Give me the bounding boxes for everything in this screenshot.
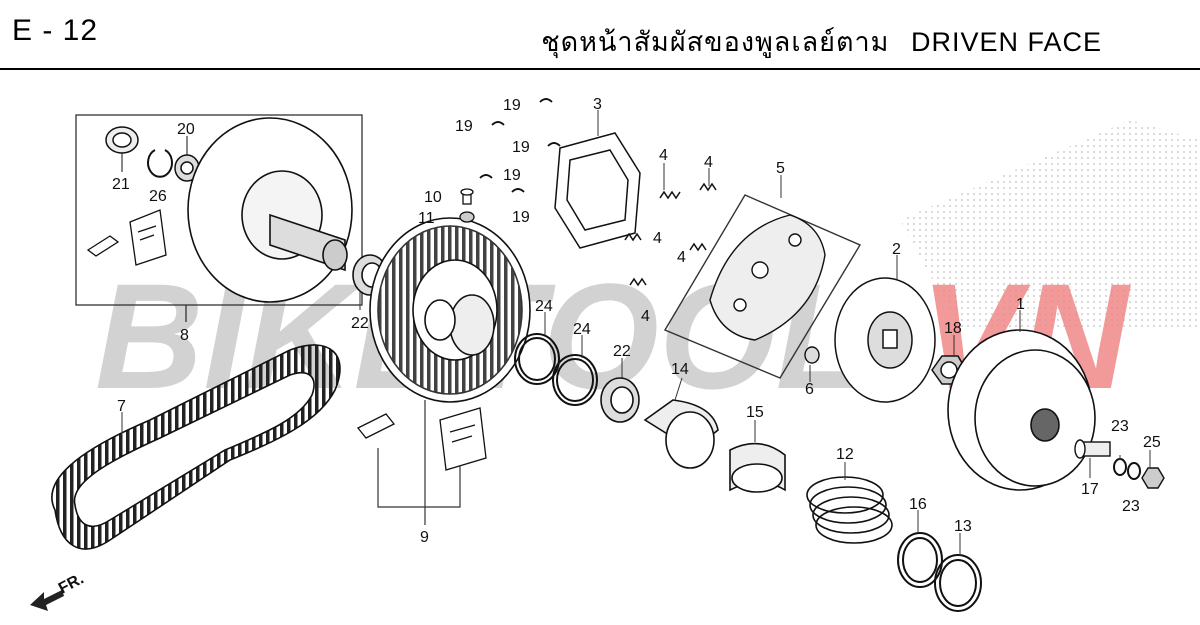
grease-sachet-icon — [129, 209, 167, 266]
part-23-o-rings — [1113, 458, 1141, 480]
title-thai: ชุดหน้าสัมผัสของพูลเลย์ตาม — [541, 27, 890, 57]
callout-26: 26 — [149, 188, 167, 205]
callout-23: 23 — [1111, 418, 1129, 435]
background-shading — [900, 120, 1200, 330]
callout-7: 7 — [117, 398, 126, 415]
page-header: E - 12 ชุดหน้าสัมผัสของพูลเลย์ตาม DRIVEN… — [0, 0, 1200, 70]
part-15-seal-collar — [729, 442, 786, 493]
callout-4: 4 — [677, 249, 686, 266]
callout-11: 11 — [418, 210, 435, 227]
part-10-guide-pin — [460, 188, 474, 205]
page-code: E - 12 — [12, 14, 99, 47]
title-english: DRIVEN FACE — [910, 27, 1102, 57]
callout-15: 15 — [746, 404, 764, 421]
callout-10: 10 — [424, 189, 442, 206]
front-direction-arrow-icon: FR. — [30, 570, 87, 611]
part-9-leader-bracket — [377, 400, 461, 525]
callout-8: 8 — [180, 327, 189, 344]
callout-6: 6 — [805, 381, 814, 398]
callout-4: 4 — [704, 154, 713, 171]
part-19-clips — [479, 98, 561, 193]
grease-tube-icon — [86, 235, 120, 257]
callout-14: 14 — [671, 361, 689, 378]
part-1-clutch-outer — [947, 329, 1096, 491]
callout-24: 24 — [573, 321, 591, 338]
part-17-bolt — [1074, 439, 1111, 459]
group-box-8 — [75, 114, 363, 322]
callout-21: 21 — [112, 176, 130, 193]
callout-4: 4 — [641, 308, 650, 325]
callout-22: 22 — [351, 315, 369, 332]
part-11-roller — [459, 211, 475, 223]
part-3-plate — [554, 132, 641, 249]
part-5-clutch-weight-assembly — [663, 194, 862, 379]
page-title: ชุดหน้าสัมผัสของพูลเลย์ตาม DRIVEN FACE — [541, 20, 1102, 63]
part-9-grease-items — [356, 407, 487, 471]
part-16-13-rings — [897, 532, 982, 612]
callout-4: 4 — [659, 147, 668, 164]
part-22-oil-seal-right — [600, 377, 640, 423]
callout-19: 19 — [512, 139, 530, 156]
callout-25: 25 — [1143, 434, 1161, 451]
callout-4: 4 — [653, 230, 662, 247]
callout-3: 3 — [593, 96, 602, 113]
part-12-spring — [806, 476, 893, 544]
callout-1: 1 — [1016, 296, 1025, 313]
part-24-rings — [514, 333, 598, 406]
callout-19: 19 — [503, 167, 521, 184]
callout-16: 16 — [909, 496, 927, 513]
part-20-bearing — [174, 136, 200, 182]
callout-23: 23 — [1122, 498, 1140, 515]
callout-18: 18 — [944, 320, 962, 337]
part-7-drive-belt — [51, 344, 341, 550]
part-6-washer — [804, 346, 820, 364]
part-9-movable-driven-face — [369, 217, 531, 403]
part-14-collar — [643, 399, 719, 469]
part-25-nut — [1141, 467, 1165, 489]
exploded-parts-diagram: BIKETOOL VN — [30, 96, 1200, 612]
callout-22: 22 — [613, 343, 631, 360]
part-2-drive-plate — [834, 277, 936, 403]
callout-20: 20 — [177, 121, 195, 138]
callout-17: 17 — [1081, 481, 1099, 498]
callout-24: 24 — [535, 298, 553, 315]
callout-9: 9 — [420, 529, 429, 546]
callout-12: 12 — [836, 446, 854, 463]
part-8-driven-face — [187, 117, 353, 303]
callout-labels: 19 19 19 19 19 3 20 21 26 10 11 4 4 4 4 … — [112, 96, 1161, 546]
callout-2: 2 — [892, 241, 901, 258]
callout-13: 13 — [954, 518, 972, 535]
part-26-circlip — [147, 149, 173, 178]
callout-19: 19 — [512, 209, 530, 226]
leader-lines — [121, 110, 1151, 556]
callout-19: 19 — [455, 118, 473, 135]
part-21-needle-bearing — [105, 126, 139, 172]
part-4-springs — [624, 182, 717, 287]
callout-19: 19 — [503, 97, 521, 114]
callout-5: 5 — [776, 160, 785, 177]
